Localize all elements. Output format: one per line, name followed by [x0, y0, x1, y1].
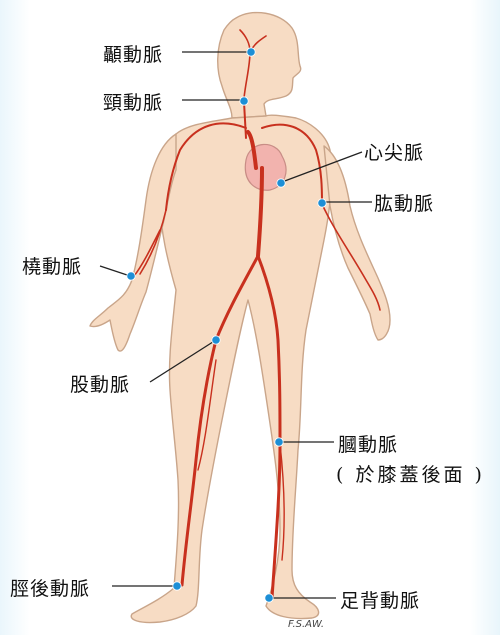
label-brachial-artery: 肱動脈: [374, 189, 434, 216]
posterior-tibial-point: [173, 582, 181, 590]
label-temporal-artery: 顳動脈: [103, 40, 163, 67]
arm-right: [90, 134, 176, 351]
radial-point: [127, 272, 135, 280]
label-carotid-artery: 頸動脈: [103, 88, 163, 115]
carotid-point: [240, 97, 248, 105]
femoral-point: [212, 336, 220, 344]
temporal-point: [247, 48, 255, 56]
label-femoral-artery: 股動脈: [70, 370, 130, 397]
label-popliteal-artery: 膕動脈: [338, 430, 398, 457]
label-apical-pulse: 心尖脈: [364, 138, 424, 165]
apical-point: [277, 179, 285, 187]
arm-left: [324, 146, 390, 340]
artist-signature: F.S.AW.: [288, 619, 324, 630]
label-dorsalis-pedis-artery: 足背動脈: [340, 586, 420, 613]
popliteal-point: [275, 438, 283, 446]
label-radial-artery: 橈動脈: [22, 252, 82, 279]
brachial-point: [318, 199, 326, 207]
head: [218, 13, 301, 118]
label-posterior-tibial-artery: 脛後動脈: [10, 574, 90, 601]
dorsalis-pedis-point: [265, 594, 273, 602]
leader-radial: [100, 266, 130, 276]
label-popliteal-note: ( 於膝蓋後面 ): [336, 460, 485, 487]
